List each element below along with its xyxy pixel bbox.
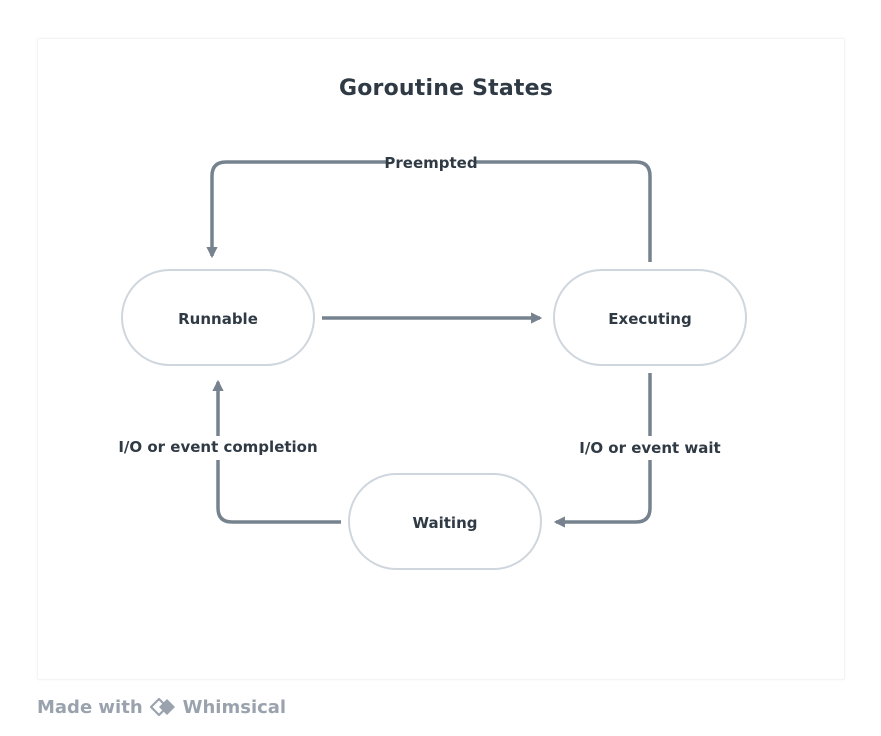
- state-executing[interactable]: Executing: [553, 269, 747, 366]
- footer-prefix: Made with: [37, 696, 143, 718]
- edge-label-bg-preempted: [386, 151, 476, 173]
- state-waiting-label: Waiting: [412, 514, 477, 532]
- state-runnable-shape: [121, 269, 315, 366]
- edge-label-preempted: Preempted: [384, 154, 477, 172]
- edge-label-io-wait: I/O or event wait: [579, 439, 720, 457]
- diagram-title: Goroutine States: [338, 76, 554, 101]
- state-runnable-label: Runnable: [178, 310, 258, 328]
- whimsical-logo-icon: [149, 696, 177, 718]
- edge-label-bg-io-wait: [583, 436, 717, 460]
- edge-label-io-completion: I/O or event completion: [118, 438, 317, 456]
- state-runnable[interactable]: Runnable: [121, 269, 315, 366]
- footer-brand: Whimsical: [182, 696, 287, 718]
- state-executing-label: Executing: [608, 310, 691, 328]
- made-with-whimsical-badge[interactable]: Made with Whimsical: [37, 694, 286, 720]
- edge-label-bg-io-completion: [124, 436, 312, 460]
- state-waiting[interactable]: Waiting: [348, 473, 542, 570]
- edge-io-completion: [212, 379, 341, 524]
- edge-preempted: [206, 160, 652, 262]
- edge-io-wait: [553, 373, 652, 528]
- state-executing-shape: [553, 269, 747, 366]
- state-waiting-shape: [348, 473, 542, 570]
- state-diagram: Preempted I/O or event wait I/O or event…: [118, 151, 747, 570]
